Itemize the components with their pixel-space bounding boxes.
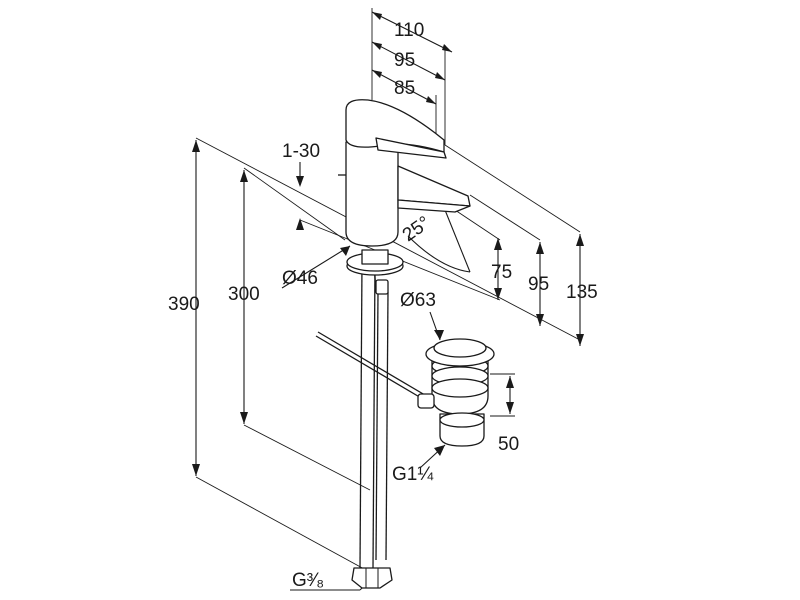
dim-line-95-top bbox=[371, 41, 446, 81]
label-height-300: 300 bbox=[228, 284, 260, 305]
dimension-labels: 110 95 85 1-30 25° Ø46 390 300 75 95 135… bbox=[168, 20, 598, 591]
label-waste-height-50: 50 bbox=[498, 434, 519, 455]
supply-hose-right bbox=[375, 291, 379, 561]
label-diameter-63: Ø63 bbox=[400, 290, 436, 311]
waste-plug bbox=[433, 338, 487, 358]
label-height-135: 135 bbox=[566, 282, 598, 303]
label-height-95: 95 bbox=[528, 274, 549, 295]
label-height-75: 75 bbox=[491, 262, 512, 283]
fitting-g3-8 bbox=[351, 567, 393, 589]
label-width-110: 110 bbox=[394, 20, 424, 41]
faucet-body bbox=[338, 99, 471, 589]
label-thread-g1-1-4: G1¼ bbox=[392, 464, 434, 485]
label-height-390: 390 bbox=[168, 294, 200, 315]
faucet-spout bbox=[397, 165, 471, 207]
label-diameter-46: Ø46 bbox=[282, 268, 318, 289]
supply-hose-left bbox=[359, 261, 363, 569]
label-range-1-30: 1-30 bbox=[282, 141, 320, 162]
hose-nut-upper bbox=[375, 279, 389, 295]
arrowheads bbox=[192, 12, 584, 476]
waste-assembly bbox=[315, 331, 495, 447]
linkage-rod bbox=[317, 331, 431, 399]
label-thread-g3-8: G³⁄₈ bbox=[292, 570, 324, 591]
dim-line-110 bbox=[371, 11, 453, 53]
label-angle-25: 25° bbox=[399, 212, 435, 246]
faucet-cylinder bbox=[345, 141, 399, 247]
label-width-85: 85 bbox=[394, 78, 415, 99]
label-width-95: 95 bbox=[394, 50, 415, 71]
leader-diameter-46 bbox=[281, 245, 351, 289]
linkage-clamp bbox=[417, 393, 435, 409]
angle-arc-25 bbox=[407, 235, 471, 273]
dim-line-85 bbox=[371, 69, 437, 105]
lever-handle bbox=[345, 99, 445, 153]
